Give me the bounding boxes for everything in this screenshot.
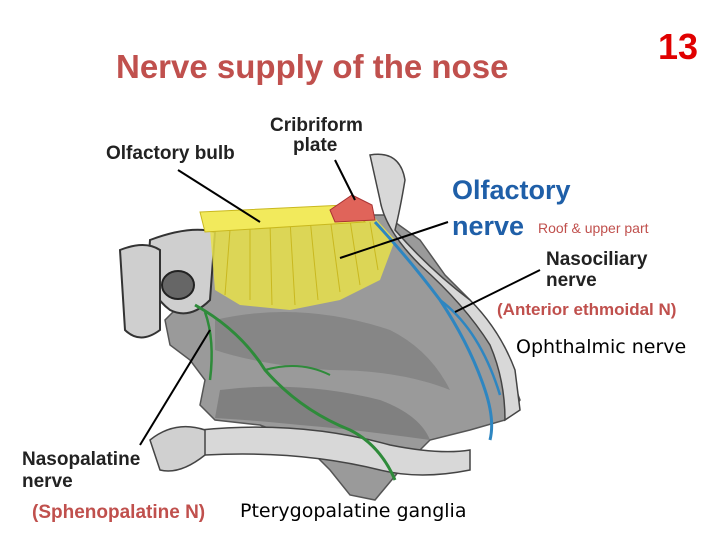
slide-number: 13 (658, 26, 698, 68)
label-nasopalatine-line2: nerve (22, 471, 73, 493)
label-sphenopalatine: (Sphenopalatine N) (32, 502, 205, 524)
label-nasopalatine-line1: Nasopalatine (22, 449, 140, 471)
label-cribriform-plate-line2: plate (293, 135, 337, 157)
slide-title: Nerve supply of the nose (116, 48, 508, 86)
label-pterygopalatine-ganglia: Pterygopalatine ganglia (240, 500, 466, 522)
label-anterior-ethmoidal: (Anterior ethmoidal N) (497, 300, 676, 320)
sphenoid-sinus (162, 271, 194, 299)
label-olfactory-nerve-line2: nerve (452, 210, 524, 242)
skull-base (120, 245, 160, 338)
label-nasociliary-line2: nerve (546, 270, 597, 292)
label-olfactory-bulb: Olfactory bulb (106, 143, 235, 165)
label-cribriform-plate-line1: Cribriform (270, 115, 363, 137)
soft-palate (150, 427, 205, 471)
label-roof-upper-part: Roof & upper part (538, 220, 649, 236)
label-olfactory-nerve-line1: Olfactory (452, 174, 571, 206)
label-nasociliary-line1: Nasociliary (546, 249, 647, 271)
cribriform-plate (330, 195, 375, 222)
label-ophthalmic-nerve: Ophthalmic nerve (516, 336, 686, 358)
